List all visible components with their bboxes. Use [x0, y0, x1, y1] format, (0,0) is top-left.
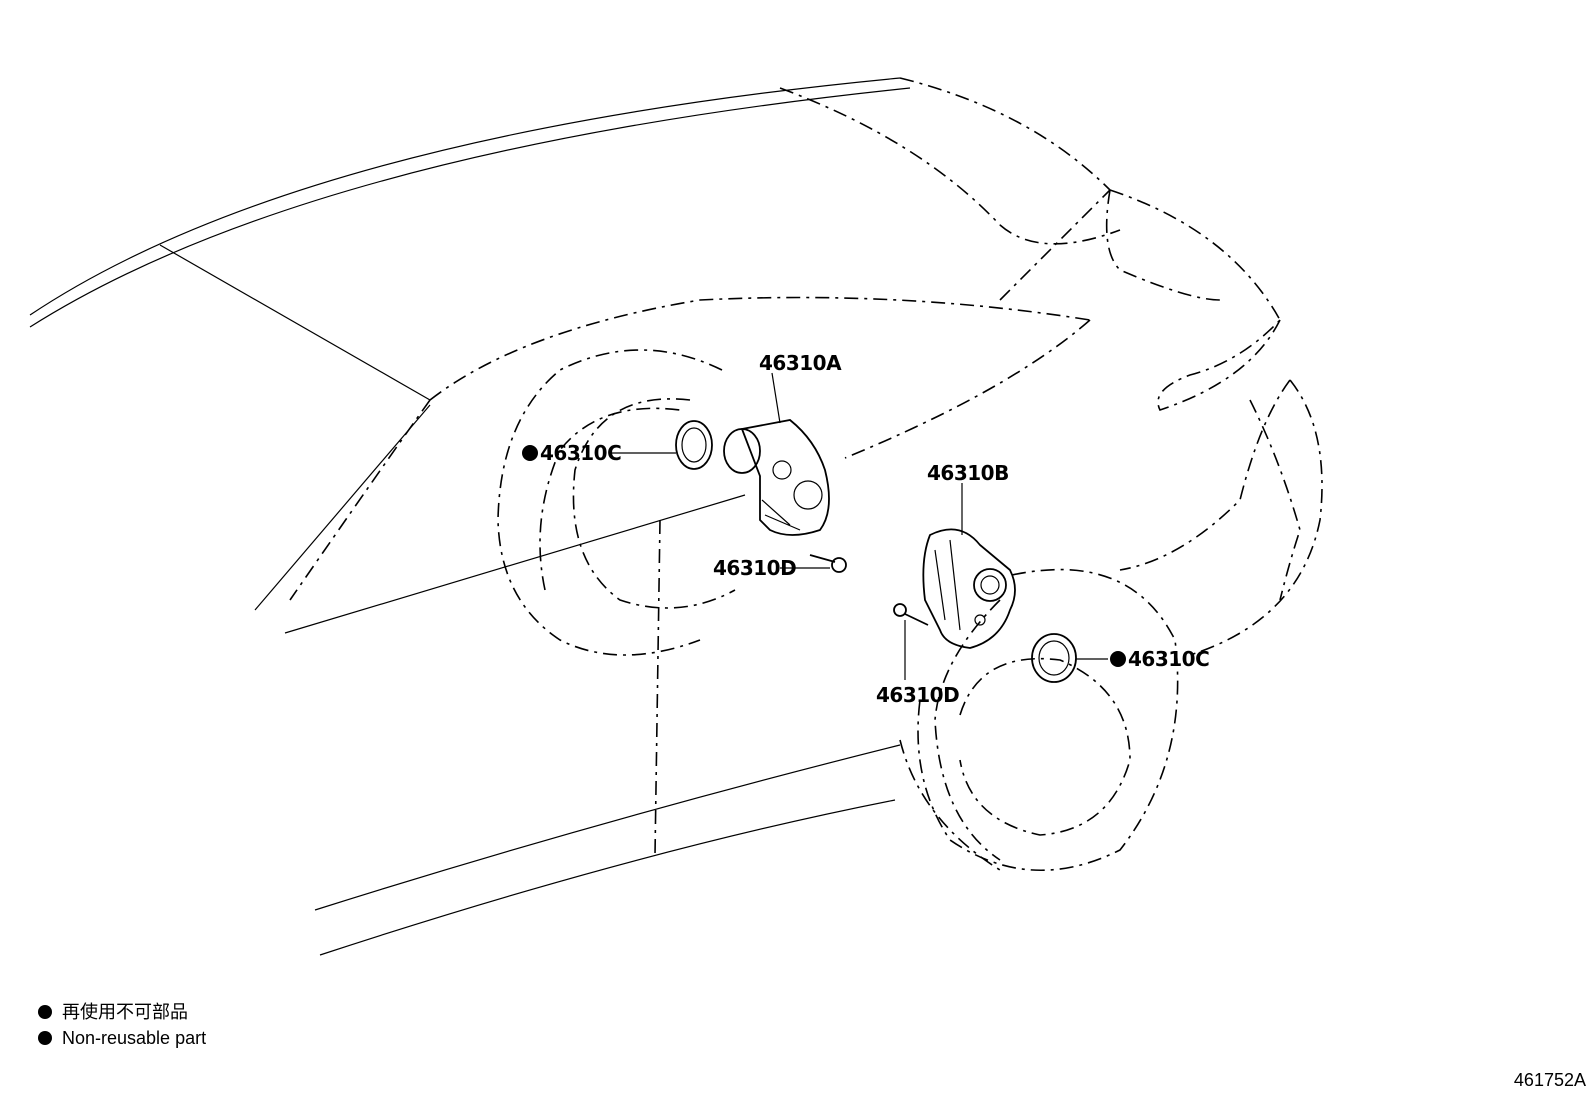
legend-row-jp: 再使用不可部品 [38, 999, 206, 1025]
bolt-rear-icon [893, 603, 929, 626]
bullet-icon [38, 1005, 52, 1019]
gasket-rear-icon [1031, 633, 1077, 683]
callout-46310C-front: 46310C [540, 441, 621, 465]
legend-jp-label: 再使用不可部品 [62, 1002, 188, 1022]
callout-46310B: 46310B [927, 461, 1009, 485]
callout-46310A: 46310A [759, 351, 842, 375]
non-reusable-marker-rear [1110, 651, 1126, 667]
gasket-front-icon [675, 420, 713, 470]
non-reusable-marker-front [522, 445, 538, 461]
callout-46310D-front: 46310D [713, 556, 796, 580]
legend-en-label: Non-reusable part [62, 1028, 207, 1048]
bullet-icon [38, 1031, 52, 1045]
callout-46310C-rear: 46310C [1128, 647, 1209, 671]
actuator-rear-icon [922, 528, 1016, 649]
callout-46310D-rear: 46310D [876, 683, 959, 707]
bolt-front-icon [809, 554, 847, 573]
legend-row-en: Non-reusable part [38, 1025, 206, 1051]
figure-code: 461752A [1513, 1070, 1586, 1090]
legend: 再使用不可部品 Non-reusable part [38, 999, 206, 1051]
vehicle-outline [29, 77, 1323, 956]
actuator-front-icon [723, 419, 830, 536]
